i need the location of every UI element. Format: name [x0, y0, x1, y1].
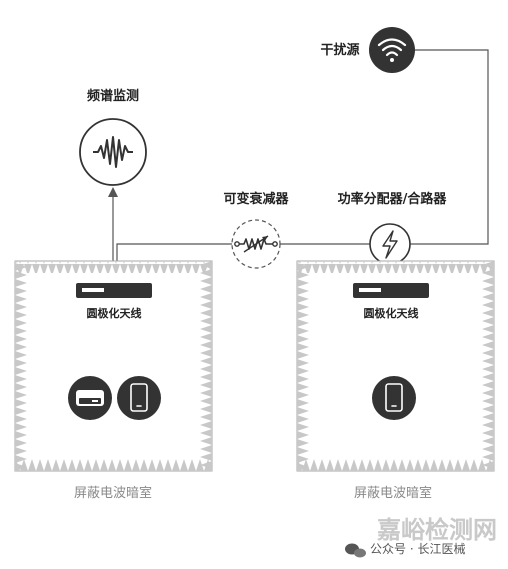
left-antenna: [76, 283, 152, 298]
interference-circle: [369, 27, 415, 73]
watermark-account: 公众号 · 长江医械: [370, 541, 465, 556]
left-feed-line: [116, 243, 232, 262]
phone-circle-right: [372, 376, 416, 420]
resistor-icon: [234, 235, 278, 253]
lightning-icon: [382, 230, 398, 259]
interference-source: 干扰源: [320, 27, 415, 73]
phone-device-left: [117, 376, 161, 420]
phone-icon: [130, 383, 148, 412]
watermark-site: 嘉峪检测网: [377, 516, 497, 544]
connection-lines: [112, 49, 489, 288]
phone-icon: [385, 383, 403, 412]
phone-circle-left: [117, 376, 161, 420]
right-chamber: 圆极化天线 屏蔽电波暗室: [296, 260, 495, 501]
right-chamber-absorbers: [297, 261, 494, 471]
phone-device-right: [372, 376, 416, 420]
left-chamber-absorbers: [15, 261, 212, 471]
watermark: 嘉峪检测网 公众号 · 长江医械: [345, 516, 497, 558]
monitor-arrow: [108, 187, 118, 197]
divider-circle: [369, 223, 411, 265]
attenuator-label: 可变衰减器: [223, 191, 289, 207]
left-antenna-slot: [82, 288, 104, 292]
right-antenna-slot: [359, 288, 381, 292]
spectrum-monitor: 频谱监测: [79, 88, 147, 186]
wifi-dot: [390, 58, 394, 62]
divider-label: 功率分配器/合路器: [338, 191, 448, 207]
spectrum-label: 频谱监测: [87, 88, 139, 104]
right-room-label: 屏蔽电波暗室: [354, 485, 432, 501]
left-chamber: 圆极化天线 屏蔽电波暗室: [14, 260, 213, 501]
waveform-icon: [93, 136, 133, 168]
right-antenna-label: 圆极化天线: [364, 306, 419, 320]
left-antenna-label: 圆极化天线: [87, 306, 142, 320]
router-device: [68, 376, 112, 420]
power-divider: 功率分配器/合路器: [338, 191, 448, 265]
interference-feed-line: [409, 49, 489, 245]
interference-label: 干扰源: [320, 42, 359, 58]
router-icon: [76, 390, 104, 406]
right-antenna: [353, 283, 429, 298]
wechat-icon: [345, 543, 366, 558]
variable-attenuator: 可变衰减器: [223, 191, 289, 269]
spectrum-circle: [79, 118, 147, 186]
left-room-label: 屏蔽电波暗室: [74, 485, 152, 501]
wifi-icon: [377, 38, 407, 57]
